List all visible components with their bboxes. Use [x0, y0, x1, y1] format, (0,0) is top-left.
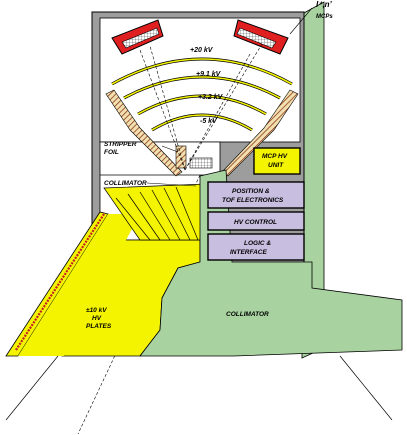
kv-20-label: +20 kV — [190, 47, 214, 54]
analyzer-right-wall — [221, 89, 299, 177]
mcp-left-inner — [121, 27, 160, 49]
position-tof-label-2: TOF ELECTRONICS — [222, 197, 284, 204]
hv-plates-label-2: HV — [92, 315, 102, 322]
stripper-foil-label-2: FOIL — [104, 149, 119, 156]
kv-9-1-label: +9.1 kV — [196, 71, 222, 78]
mcp-hv-label-2: UNIT — [268, 162, 284, 169]
stripper-foil-label-1: STRIPPER — [104, 141, 137, 148]
mcp-hv-unit — [253, 147, 301, 175]
logic-interface-block — [207, 233, 305, 261]
stripper-foil-mount — [175, 145, 187, 169]
kv-5-label: -5 kV — [200, 118, 218, 125]
hv-plates-label-3: PLATES — [86, 323, 112, 330]
foil-grid — [189, 157, 213, 169]
kv-3-2-label: +3.2 kV — [198, 94, 224, 101]
collimator-top-label: COLLIMATOR — [104, 180, 147, 187]
hv-control-label: HV CONTROL — [234, 219, 277, 226]
hv-control-block — [207, 211, 305, 231]
hv-plate-red-strip — [15, 213, 105, 351]
hv-plate-front — [18, 214, 140, 356]
mcp-right-inner — [236, 27, 277, 49]
mcp-hv-label-1: MCP HV — [262, 153, 288, 160]
logic-interface-label-2: INTERFACE — [230, 249, 268, 256]
hv-plates-label-1: ±10 kV — [86, 307, 107, 314]
mcps-label: MCPs — [316, 14, 333, 20]
position-tof-label-1: POSITION & — [232, 188, 270, 195]
position-tof-block — [207, 181, 305, 209]
ion-neutral-label: I⁺,n’ — [316, 0, 333, 9]
electrode-arcs — [111, 57, 293, 132]
logic-interface-label-1: LOGIC & — [244, 240, 271, 247]
collimator-bottom-label: COLLIMATOR — [226, 311, 269, 318]
green-collimator — [139, 169, 403, 357]
fov-lines — [5, 355, 393, 421]
analyzer-left-wall — [105, 89, 183, 177]
leader-lines — [146, 7, 313, 187]
